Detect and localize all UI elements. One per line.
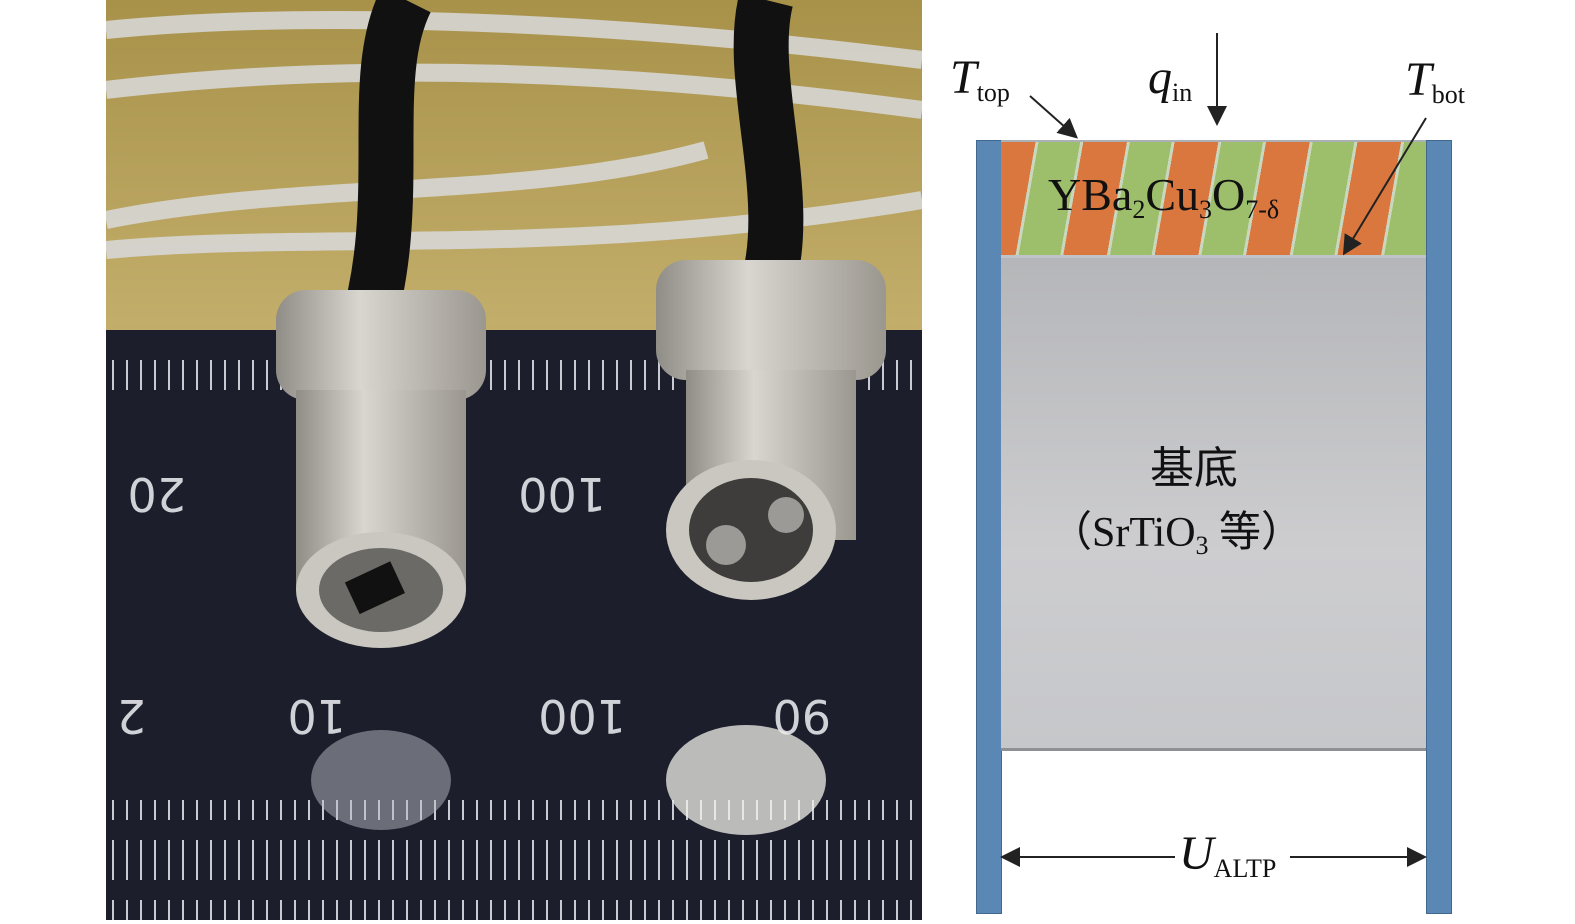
film-label: YBa2Cu3O7-δ [1048,169,1280,224]
black-wire-left [339,0,432,339]
substrate-layer [1001,255,1426,751]
substrate-label: 基底 [1150,444,1238,493]
black-wire-right [733,0,804,299]
t-bot-label: Tbot [1405,53,1465,109]
right-electrode [1426,140,1452,914]
t-top-arrow [1029,95,1078,139]
ruler-label: 100 [538,689,626,743]
ruler-label: 2 [117,689,146,743]
ruler-label: 10 [287,689,346,743]
ruler-label: 20 [127,467,186,521]
voltage-label: UALTP [1175,826,1281,884]
ruler-label: 100 [518,467,606,521]
sensor-photo: 20 100 2 10 100 90 [106,0,922,920]
t-top-label: Ttop [950,51,1010,107]
q-in-label: qin [1148,51,1193,107]
t-bot-arrow [1342,117,1427,256]
sensor-left [276,290,486,830]
sensor-right [656,260,886,835]
substrate-material-label: （SrTiO3 等） [1050,510,1304,560]
